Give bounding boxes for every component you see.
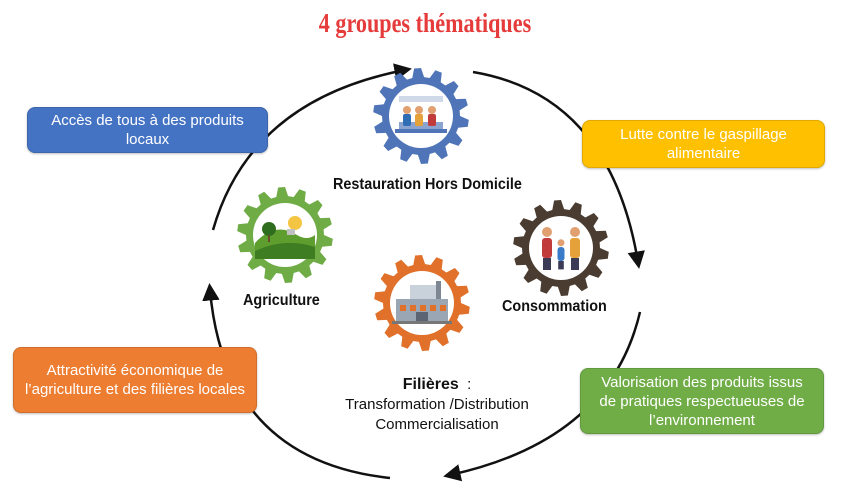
label-consommation: Consommation bbox=[502, 298, 607, 315]
agriculture-gear-icon bbox=[237, 187, 333, 283]
cycle-arrow-left bbox=[202, 283, 391, 480]
filieres-line-1: Transformation /Distribution bbox=[345, 396, 529, 413]
filieres-title: Filières bbox=[402, 376, 459, 393]
label-filieres: Filières : Transformation /Distribution … bbox=[337, 375, 537, 435]
theme-box-local-products: Accès de tous à des produits locaux bbox=[27, 107, 268, 153]
family-gear-icon bbox=[513, 200, 609, 296]
restaurant-gear-icon bbox=[373, 68, 469, 164]
label-restauration: Restauration Hors Domicile bbox=[333, 176, 522, 193]
theme-box-sustainable-practices: Valorisation des produits issus de prati… bbox=[580, 368, 824, 434]
filieres-line-2: Commercialisation bbox=[375, 416, 499, 433]
filieres-colon: : bbox=[467, 376, 472, 393]
theme-box-economic-attractiveness: Attractivité économique de l’agriculture… bbox=[13, 347, 257, 413]
cycle-arrow-bottom bbox=[443, 311, 642, 482]
theme-box-food-waste: Lutte contre le gaspillage alimentaire bbox=[582, 120, 825, 168]
cycle-arrow-top bbox=[211, 63, 412, 231]
label-agriculture: Agriculture bbox=[243, 292, 320, 309]
page-title: 4 groupes thématiques bbox=[318, 8, 532, 38]
factory-gear-icon bbox=[374, 255, 470, 351]
